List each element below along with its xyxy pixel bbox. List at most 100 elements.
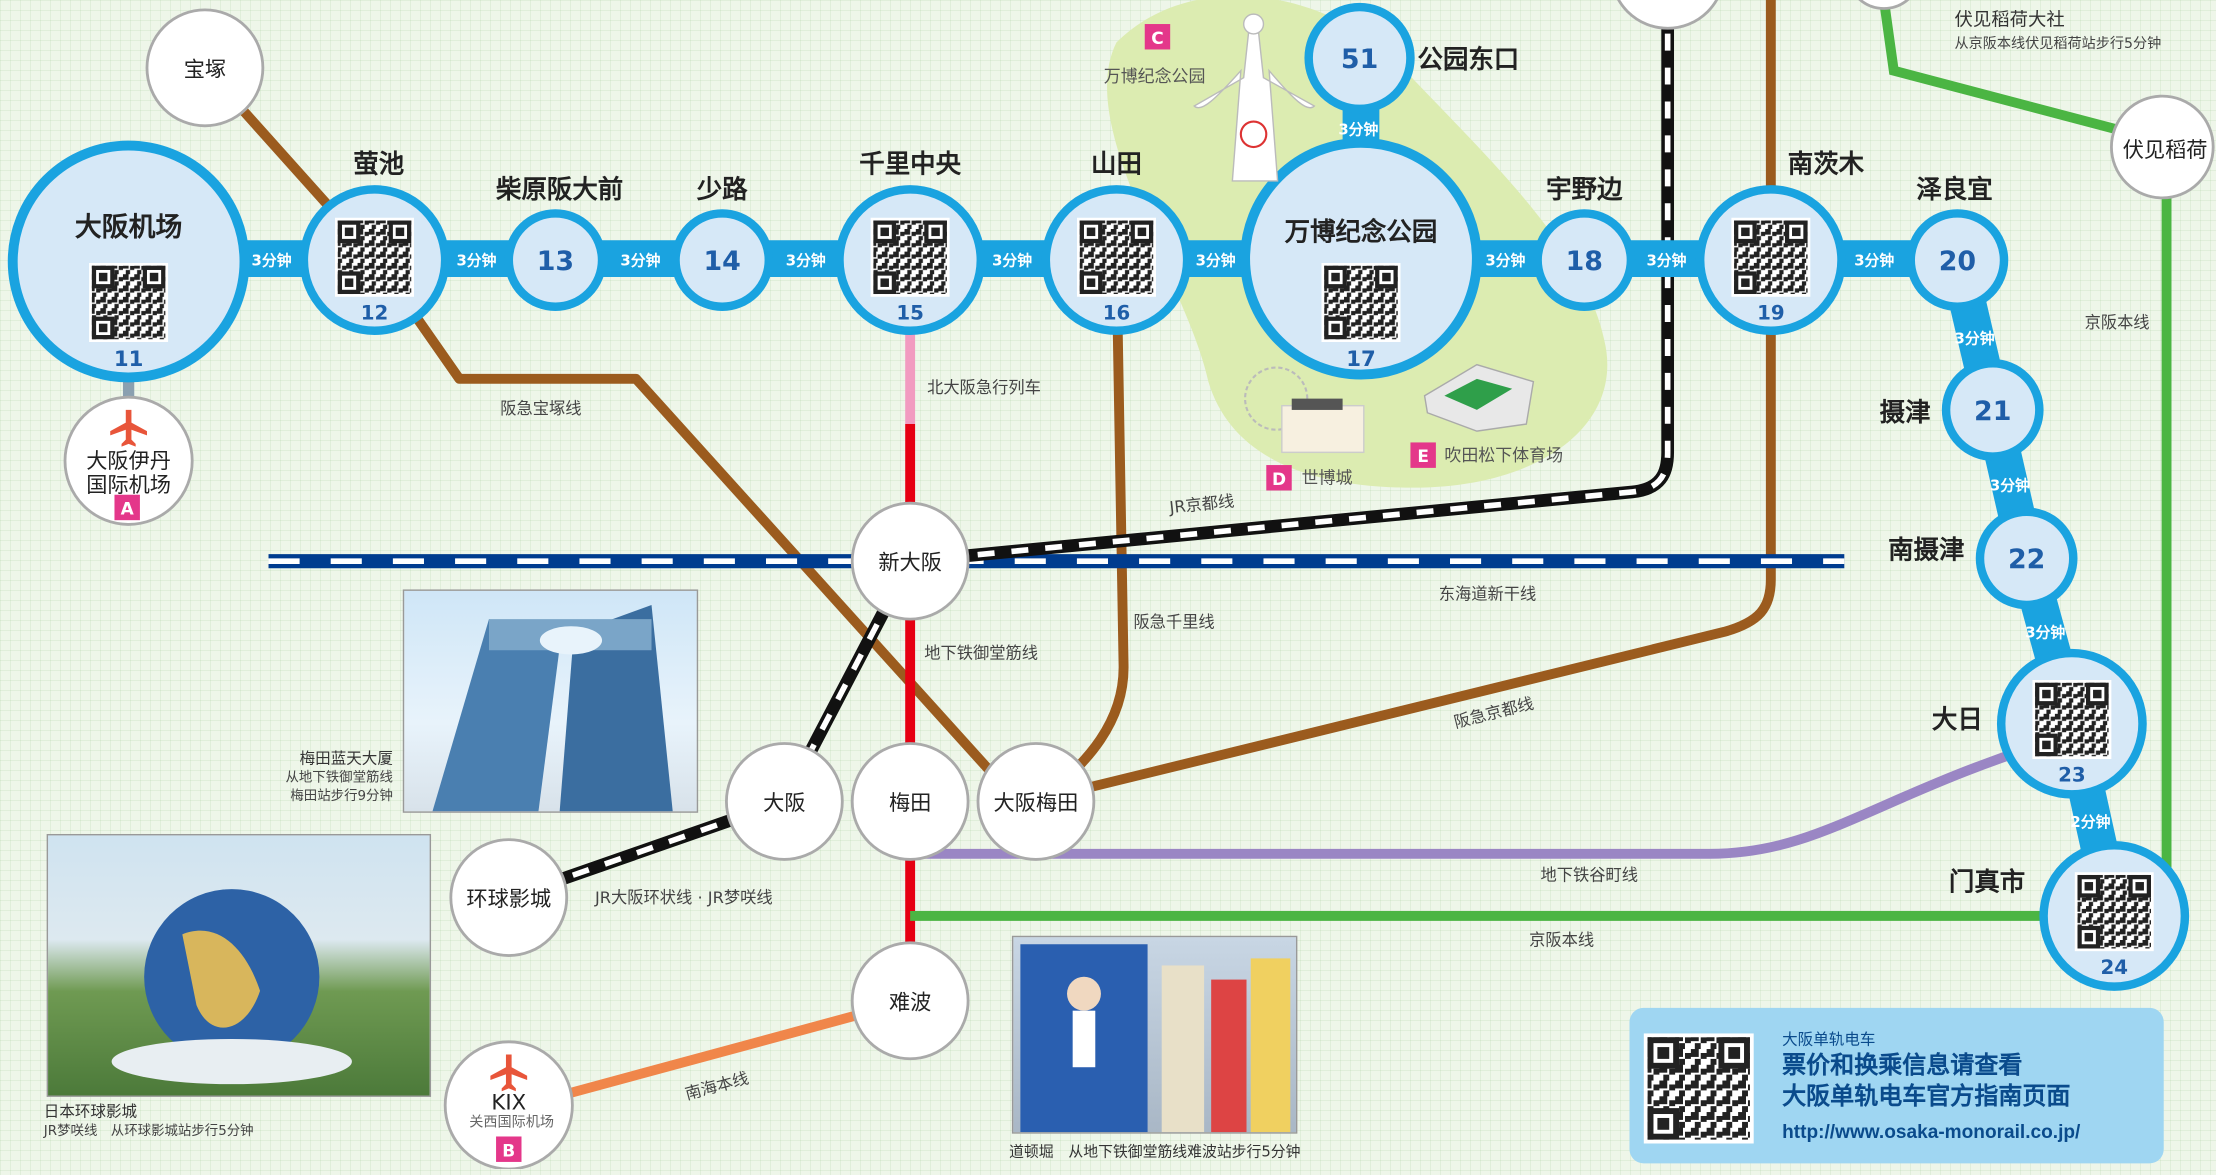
station-18[interactable]: 18 宇野边	[1533, 174, 1636, 311]
station-name: 摄津	[1880, 397, 1931, 427]
fushimi-title: 伏见稻荷大社	[1955, 9, 2065, 30]
station-name: 泽良宜	[1916, 174, 1992, 204]
nankai-label: 南海本线	[683, 1068, 751, 1103]
qr-code-icon	[1643, 1033, 1754, 1144]
station-name: 萤池	[353, 148, 404, 178]
station-19[interactable]: 19 南茨木	[1695, 148, 1865, 336]
station-21[interactable]: 21 摄津	[1880, 359, 2044, 461]
info-line2: 大阪单轨电车官方指南页面	[1782, 1082, 2071, 1112]
station-number: 21	[1974, 396, 2011, 427]
station-12[interactable]: 12 萤池	[299, 148, 450, 336]
spot-b-letter: B	[502, 1140, 515, 1160]
station-number: 11	[114, 346, 143, 371]
station-24[interactable]: 24 门真市	[1949, 841, 2190, 991]
usj-circle[interactable]	[449, 838, 569, 957]
kitakyu-label: 北大阪急行列车	[927, 378, 1041, 397]
station-17[interactable]: 万博纪念公园 17	[1240, 137, 1482, 380]
usj-caption: 日本环球影城 JR梦咲线 从环球影城站步行5分钟	[44, 1103, 254, 1142]
universal-globe-photo	[46, 833, 432, 1097]
time-17-51: 3分钟	[1338, 120, 1378, 138]
globe-graphic	[111, 889, 352, 1085]
osaka-circle[interactable]	[725, 742, 844, 861]
airplane-icon	[110, 409, 147, 447]
time-19-20: 3分钟	[1854, 252, 1894, 270]
tanimachi-line	[910, 730, 2074, 859]
top-transfer-circle	[1617, 0, 1719, 30]
keihan-line-branch	[2114, 141, 2172, 924]
station-11[interactable]: 大阪机场 11	[7, 140, 250, 383]
itami-label-2: 国际机场	[86, 472, 171, 497]
umeda-label: 梅田	[889, 790, 931, 815]
info-heading: 票价和换乘信息请查看 大阪单轨电车官方指南页面	[1782, 1050, 2070, 1112]
keihan-line-north	[1878, 0, 2164, 147]
station-16[interactable]: 16 山田	[1041, 148, 1192, 336]
usj-title: 日本环球影城	[43, 1102, 138, 1121]
spot-d-letter: D	[1272, 469, 1286, 489]
itami-label-1: 大阪伊丹	[86, 448, 171, 473]
umeda-sky-line1: 从地下铁御堂筋线	[285, 770, 393, 786]
station-number: 22	[2008, 544, 2045, 575]
spot-a-letter: A	[121, 499, 135, 519]
tanimachi-label: 地下铁谷町线	[1540, 866, 1637, 885]
osaka-umeda-circle[interactable]	[976, 742, 1096, 861]
time-20-21: 3分钟	[1955, 329, 1995, 347]
hankyu-senri-line	[1035, 258, 1129, 806]
time-22-23: 3分钟	[2025, 624, 2065, 642]
fushimi-inari-label: 伏见稻荷	[2123, 137, 2208, 162]
station-name: 南茨木	[1788, 148, 1865, 178]
kix-code-label: KIX	[491, 1090, 526, 1115]
dotonbori-caption: 道顿堀 从地下铁御堂筋线难波站步行5分钟	[1009, 1143, 1301, 1161]
takarazuka-circle[interactable]	[145, 8, 265, 128]
spot-e-letter: E	[1417, 446, 1429, 466]
tower-of-the-sun-icon	[1193, 13, 1316, 182]
umeda-sky-line2: 梅田站步行9分钟	[290, 788, 393, 804]
namba-circle[interactable]	[850, 941, 970, 1061]
station-15[interactable]: 15 千里中央	[835, 148, 986, 336]
time-17-18: 3分钟	[1485, 252, 1525, 270]
station-name: 少路	[696, 174, 748, 204]
station-number: 17	[1346, 346, 1375, 371]
stadium-icon	[1423, 363, 1535, 432]
station-number: 13	[537, 246, 574, 277]
station-name: 大阪机场	[75, 212, 182, 243]
spot-d-name: 世博城	[1302, 467, 1353, 487]
station-number: 51	[1341, 44, 1378, 75]
dotonbori-photo	[1011, 935, 1298, 1134]
station-name: 南摄津	[1888, 534, 1964, 564]
station-20[interactable]: 20 泽良宜	[1906, 174, 2009, 311]
hankyu-takarazuka-line	[201, 64, 1022, 805]
station-13[interactable]: 13 柴原阪大前	[496, 174, 623, 311]
station-name: 宇野边	[1546, 174, 1623, 204]
station-22[interactable]: 22 南摄津	[1888, 507, 2078, 610]
info-url-link[interactable]: http://www.osaka-monorail.co.jp/	[1782, 1120, 2081, 1143]
dotonbori-graphic	[1020, 944, 1291, 1133]
station-name: 门真市	[1949, 867, 2025, 897]
itami-circle[interactable]	[63, 395, 194, 526]
shin-osaka-circle[interactable]	[850, 501, 970, 621]
nankai-line	[507, 996, 912, 1115]
station-51[interactable]: 51 公园东口	[1304, 2, 1520, 114]
station-23[interactable]: 23 大日	[1932, 648, 2147, 799]
midosuji-label: 地下铁御堂筋线	[924, 644, 1038, 663]
umeda-sky-title: 梅田蓝天大厦	[299, 749, 393, 768]
time-15-16: 3分钟	[992, 252, 1032, 270]
jr-kyoto-label: JR京都线	[1168, 491, 1235, 517]
spot-e-name: 吹田松下体育场	[1444, 445, 1563, 465]
spot-b-badge	[496, 1136, 522, 1162]
tokaido-label: 东海道新干线	[1439, 584, 1536, 603]
umeda-circle[interactable]	[850, 742, 970, 861]
airplane-icon	[490, 1054, 528, 1092]
station-name: 公园东口	[1418, 44, 1520, 74]
station-number: 14	[704, 246, 741, 277]
station-name: 大日	[1932, 704, 1983, 734]
keihan-label-1: 京阪本线	[1529, 931, 1594, 950]
jr-kyoto-line-dash	[909, 0, 1671, 564]
station-number: 24	[2100, 956, 2128, 979]
station-14[interactable]: 14 少路	[671, 174, 774, 311]
station-number: 18	[1566, 246, 1603, 277]
station-name: 山田	[1091, 148, 1142, 178]
fushimi-inari-circle[interactable]	[2110, 94, 2215, 200]
fushimi-access: 从京阪本线伏见稻荷站步行5分钟	[1955, 35, 2162, 52]
